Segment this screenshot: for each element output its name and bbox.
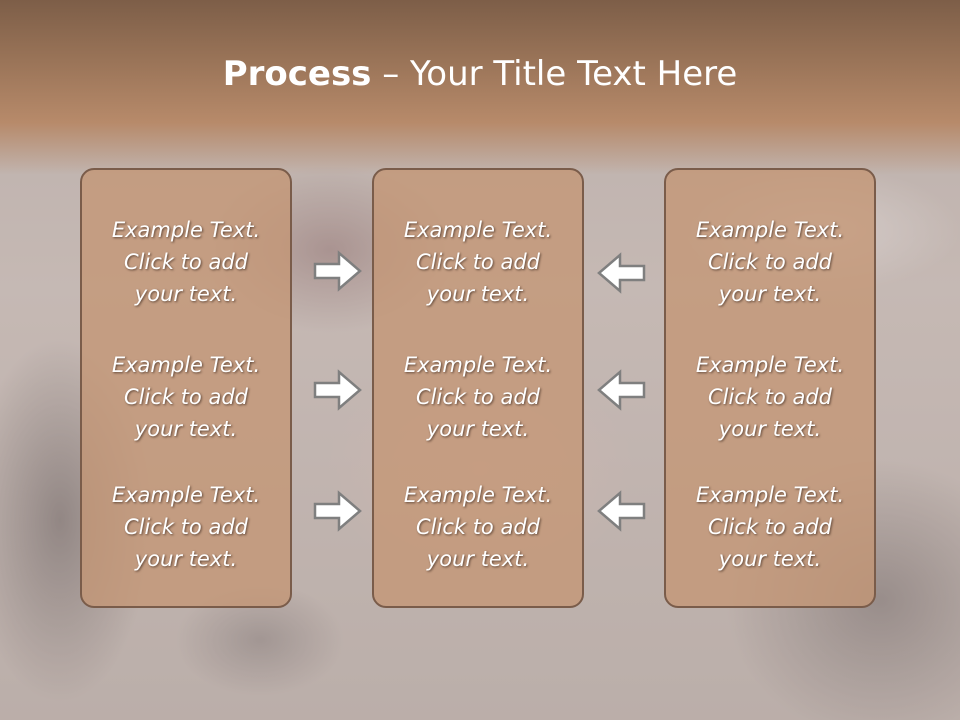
text-line: your text.	[718, 417, 822, 441]
text-line: Click to add	[707, 250, 832, 274]
text-line: Example Text.	[695, 353, 845, 377]
text-line: Example Text.	[403, 218, 553, 242]
text-item[interactable]: Example Text. Click to add your text.	[374, 349, 582, 445]
text-line: Click to add	[415, 515, 540, 539]
arrow-left-icon	[597, 252, 646, 294]
title-band	[0, 0, 960, 175]
title-bold: Process	[222, 54, 372, 94]
text-line: your text.	[718, 282, 822, 306]
arrow-left-icon	[597, 369, 646, 411]
text-line: Click to add	[707, 515, 832, 539]
text-box-left[interactable]: Example Text. Click to add your text. Ex…	[80, 168, 292, 608]
text-line: Click to add	[707, 385, 832, 409]
arrow-left-icon	[597, 490, 646, 532]
text-item[interactable]: Example Text. Click to add your text.	[374, 479, 582, 575]
text-line: your text.	[134, 417, 238, 441]
text-line: Example Text.	[111, 218, 261, 242]
text-line: Click to add	[123, 250, 248, 274]
arrow-right-icon	[313, 369, 362, 411]
text-line: Example Text.	[111, 353, 261, 377]
text-line: your text.	[134, 282, 238, 306]
text-line: your text.	[718, 547, 822, 571]
text-item[interactable]: Example Text. Click to add your text.	[82, 214, 290, 310]
text-line: your text.	[426, 282, 530, 306]
text-line: Example Text.	[111, 483, 261, 507]
text-line: Click to add	[123, 385, 248, 409]
text-item[interactable]: Example Text. Click to add your text.	[666, 214, 874, 310]
arrow-right-icon	[313, 490, 362, 532]
text-line: Click to add	[415, 250, 540, 274]
slide-title[interactable]: Process – Your Title Text Here	[0, 52, 960, 96]
text-item[interactable]: Example Text. Click to add your text.	[666, 349, 874, 445]
arrow-right-icon	[313, 250, 362, 292]
text-line: Example Text.	[695, 218, 845, 242]
text-item[interactable]: Example Text. Click to add your text.	[82, 479, 290, 575]
text-item[interactable]: Example Text. Click to add your text.	[666, 479, 874, 575]
text-line: your text.	[134, 547, 238, 571]
text-line: Click to add	[123, 515, 248, 539]
text-item[interactable]: Example Text. Click to add your text.	[374, 214, 582, 310]
text-line: Click to add	[415, 385, 540, 409]
text-box-right[interactable]: Example Text. Click to add your text. Ex…	[664, 168, 876, 608]
text-line: Example Text.	[403, 353, 553, 377]
title-rest: – Your Title Text Here	[371, 54, 738, 94]
text-box-center[interactable]: Example Text. Click to add your text. Ex…	[372, 168, 584, 608]
text-line: Example Text.	[403, 483, 553, 507]
text-line: your text.	[426, 417, 530, 441]
text-line: Example Text.	[695, 483, 845, 507]
text-item[interactable]: Example Text. Click to add your text.	[82, 349, 290, 445]
text-line: your text.	[426, 547, 530, 571]
